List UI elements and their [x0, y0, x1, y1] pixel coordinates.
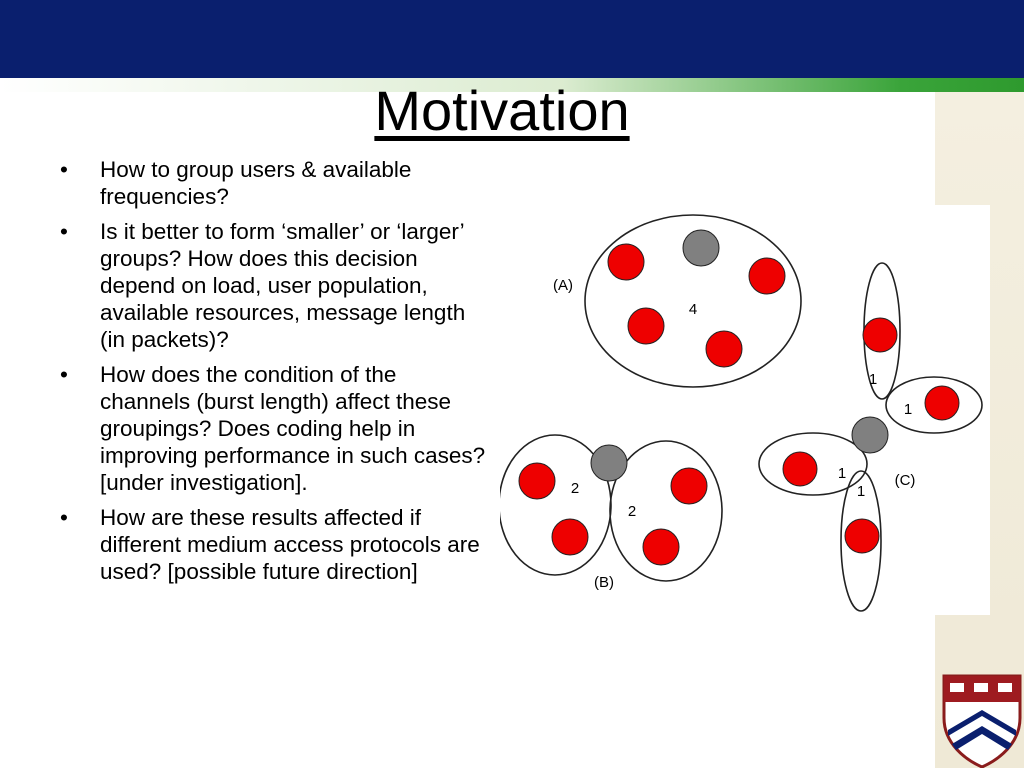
panel-b: 2 2 (B): [498, 434, 723, 591]
panel-label: (C): [895, 472, 916, 489]
accent-band: [0, 78, 1024, 92]
group-ellipse: [840, 470, 882, 612]
user-node: [518, 462, 556, 500]
bullet-text: How to group users & available frequenci…: [100, 157, 412, 209]
university-shield-logo: [940, 672, 1024, 769]
panel-label: (B): [594, 574, 614, 591]
bullet-text: How are these results affected if differ…: [100, 505, 480, 584]
bullet-item: • Is it better to form ‘smaller’ or ‘larg…: [58, 218, 490, 353]
user-node: [642, 528, 680, 566]
panel-c: 1 1 1 1 (C): [758, 262, 983, 612]
bullet-glyph: •: [60, 362, 68, 387]
panel-label: (A): [553, 277, 573, 294]
group-ellipse: [609, 440, 723, 582]
bullet-item: • How to group users & available frequenc…: [58, 156, 490, 210]
user-node: [924, 385, 960, 421]
top-banner: [0, 0, 1024, 78]
group-count: 1: [838, 465, 846, 482]
bullet-item: • How are these results affected if diffe…: [58, 504, 490, 585]
bullet-glyph: •: [60, 157, 68, 182]
user-node: [551, 518, 589, 556]
bullet-text: Is it better to form ‘smaller’ or ‘large…: [100, 219, 466, 352]
user-node: [748, 257, 786, 295]
group-count: 2: [628, 503, 636, 520]
channel-node: [851, 416, 889, 454]
group-ellipse: [584, 214, 802, 388]
channel-node: [682, 229, 720, 267]
user-node: [844, 518, 880, 554]
group-count: 2: [571, 480, 579, 497]
user-node: [670, 467, 708, 505]
bullet-list: • How to group users & available frequenc…: [58, 156, 490, 593]
user-node: [627, 307, 665, 345]
user-node: [705, 330, 743, 368]
group-count: 1: [904, 401, 912, 418]
group-ellipse: [758, 432, 868, 496]
channel-node: [590, 444, 628, 482]
group-count: 1: [869, 371, 877, 388]
shield-icon: [942, 674, 1022, 769]
grouping-diagram: 4 (A) 2 2 (B) 1 1: [498, 205, 990, 615]
group-count: 1: [857, 483, 865, 500]
bullet-glyph: •: [60, 505, 68, 530]
user-node: [862, 317, 898, 353]
bullet-item: • How does the condition of the channels …: [58, 361, 490, 496]
diagram-svg: 4 (A) 2 2 (B) 1 1: [498, 214, 983, 612]
bullet-glyph: •: [60, 219, 68, 244]
bullet-text: How does the condition of the channels (…: [100, 362, 486, 495]
user-node: [607, 243, 645, 281]
group-count: 4: [689, 301, 697, 318]
slide-title: Motivation: [374, 79, 630, 142]
group-ellipse: [885, 376, 983, 434]
panel-a: 4 (A): [553, 214, 802, 388]
user-node: [782, 451, 818, 487]
